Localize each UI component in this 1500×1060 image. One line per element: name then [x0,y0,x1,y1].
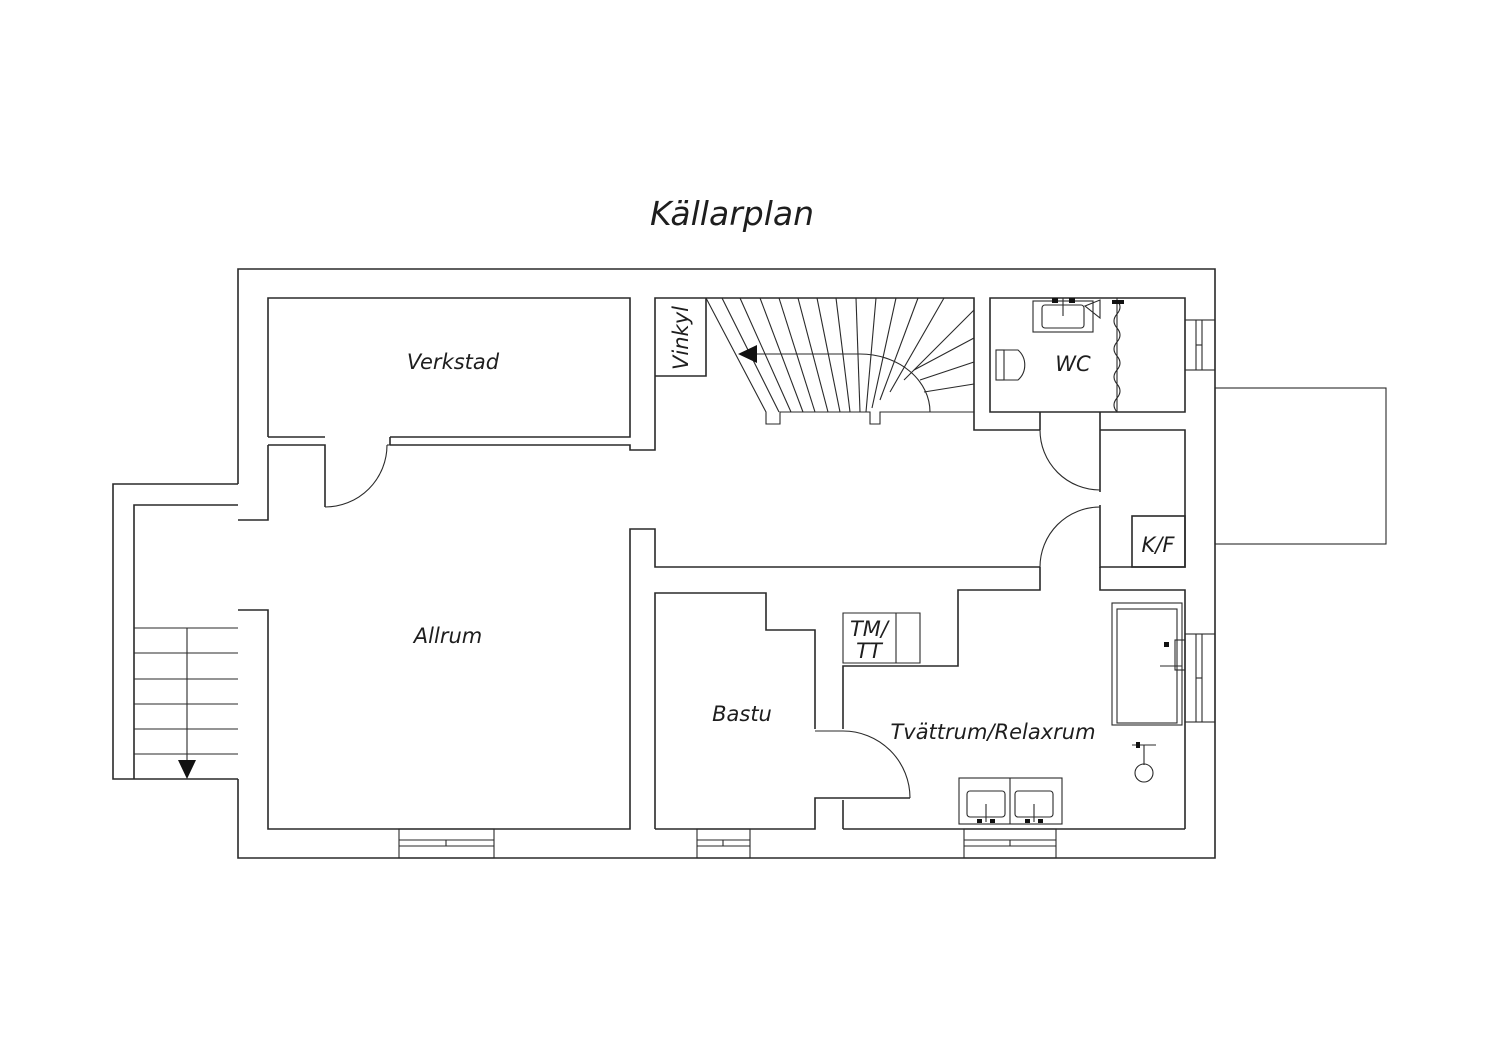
room-label-tmtt-line1: TM/ [850,617,890,641]
window-tvattrum-side [1184,633,1216,723]
room-label-bastu: Bastu [712,702,772,726]
room-label-vinkyl: Vinkyl [669,306,693,370]
window-wc [1184,319,1216,371]
bathtub [1111,602,1186,726]
wc-toilet [995,349,1026,381]
main-staircase [655,297,975,425]
room-label-allrum: Allrum [412,624,482,648]
entrance-staircase [134,627,238,779]
terrace [1214,387,1387,545]
door-wc [1039,429,1101,491]
room-label-kf: K/F [1142,533,1176,557]
stair-direction-arrow [738,345,757,363]
windows [398,319,1216,859]
door-hall-right [1039,506,1101,568]
window-allrum [398,828,495,859]
wc-sink [1032,298,1094,333]
outer-walls [112,268,1216,859]
window-tvattrum [963,828,1057,859]
room-label-wc: WC [1055,352,1091,376]
door-bastu [842,730,911,799]
fixtures [958,298,1186,825]
room-label-tvattrum: Tvättrum/Relaxrum [890,720,1095,744]
shower-curtain [1083,298,1124,413]
doors [324,429,1101,799]
floor-drain [1132,742,1156,783]
window-bastu [696,828,751,859]
entrance-stair-arrow [178,760,196,779]
room-label-tmtt-line2: TT [856,639,884,663]
room-label-verkstad: Verkstad [407,350,500,374]
double-sink [958,777,1063,825]
door-verkstad [324,444,388,508]
plan-title: Källarplan [650,194,814,233]
interior-walls [238,297,1186,830]
